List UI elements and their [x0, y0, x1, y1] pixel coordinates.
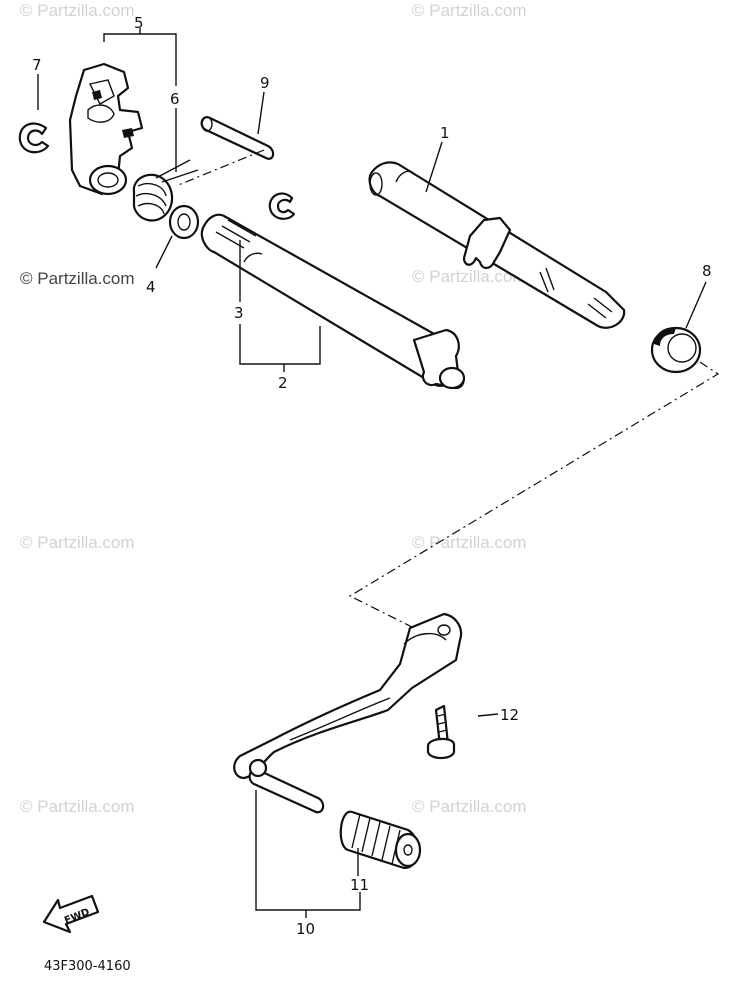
- part-4-washer[interactable]: [168, 204, 200, 240]
- callout-10: 10: [296, 920, 315, 938]
- watermark: © Partzilla.com: [20, 1, 135, 20]
- callout-2: 2: [278, 374, 288, 392]
- callout-11: 11: [350, 876, 369, 894]
- part-10-shift-pedal[interactable]: [233, 612, 463, 814]
- part-12-bolt[interactable]: [426, 704, 456, 760]
- watermark: © Partzilla.com: [20, 269, 135, 288]
- diagram-code: 43F300-4160: [44, 959, 131, 974]
- watermark: © Partzilla.com: [20, 533, 135, 552]
- connection-line: [175, 149, 265, 187]
- watermark-layer: © Partzilla.com © Partzilla.com © Partzi…: [20, 1, 527, 816]
- connection-line: [348, 361, 720, 629]
- callout-12: 12: [500, 706, 519, 724]
- part-8-oil-seal[interactable]: [650, 326, 702, 374]
- callout-7: 7: [32, 56, 42, 74]
- callout-9: 9: [260, 74, 270, 92]
- part-2-shift-shaft[interactable]: [200, 213, 466, 390]
- part-5-shift-lever-assembly[interactable]: [68, 62, 144, 196]
- watermark: © Partzilla.com: [412, 533, 527, 552]
- watermark: © Partzilla.com: [20, 797, 135, 816]
- part-7-circlip[interactable]: [18, 122, 50, 154]
- watermark: © Partzilla.com: [412, 797, 527, 816]
- part-3-circlip[interactable]: [268, 192, 296, 220]
- part-1-shift-shaft-arm[interactable]: [368, 161, 626, 329]
- callout-8: 8: [702, 262, 712, 280]
- watermark: © Partzilla.com: [412, 1, 527, 20]
- callout-3: 3: [234, 304, 244, 322]
- callout-lines: [37, 28, 707, 918]
- part-6-spring[interactable]: [132, 159, 199, 222]
- part-11-pedal-rubber[interactable]: [339, 810, 422, 870]
- callout-1: 1: [440, 124, 450, 142]
- fwd-arrow-icon: FWD: [42, 894, 100, 934]
- part-9-pin[interactable]: [200, 116, 275, 160]
- watermark: © Partzilla.com: [412, 267, 527, 286]
- callout-5: 5: [134, 14, 144, 32]
- callout-4: 4: [146, 278, 156, 296]
- callout-6: 6: [170, 90, 180, 108]
